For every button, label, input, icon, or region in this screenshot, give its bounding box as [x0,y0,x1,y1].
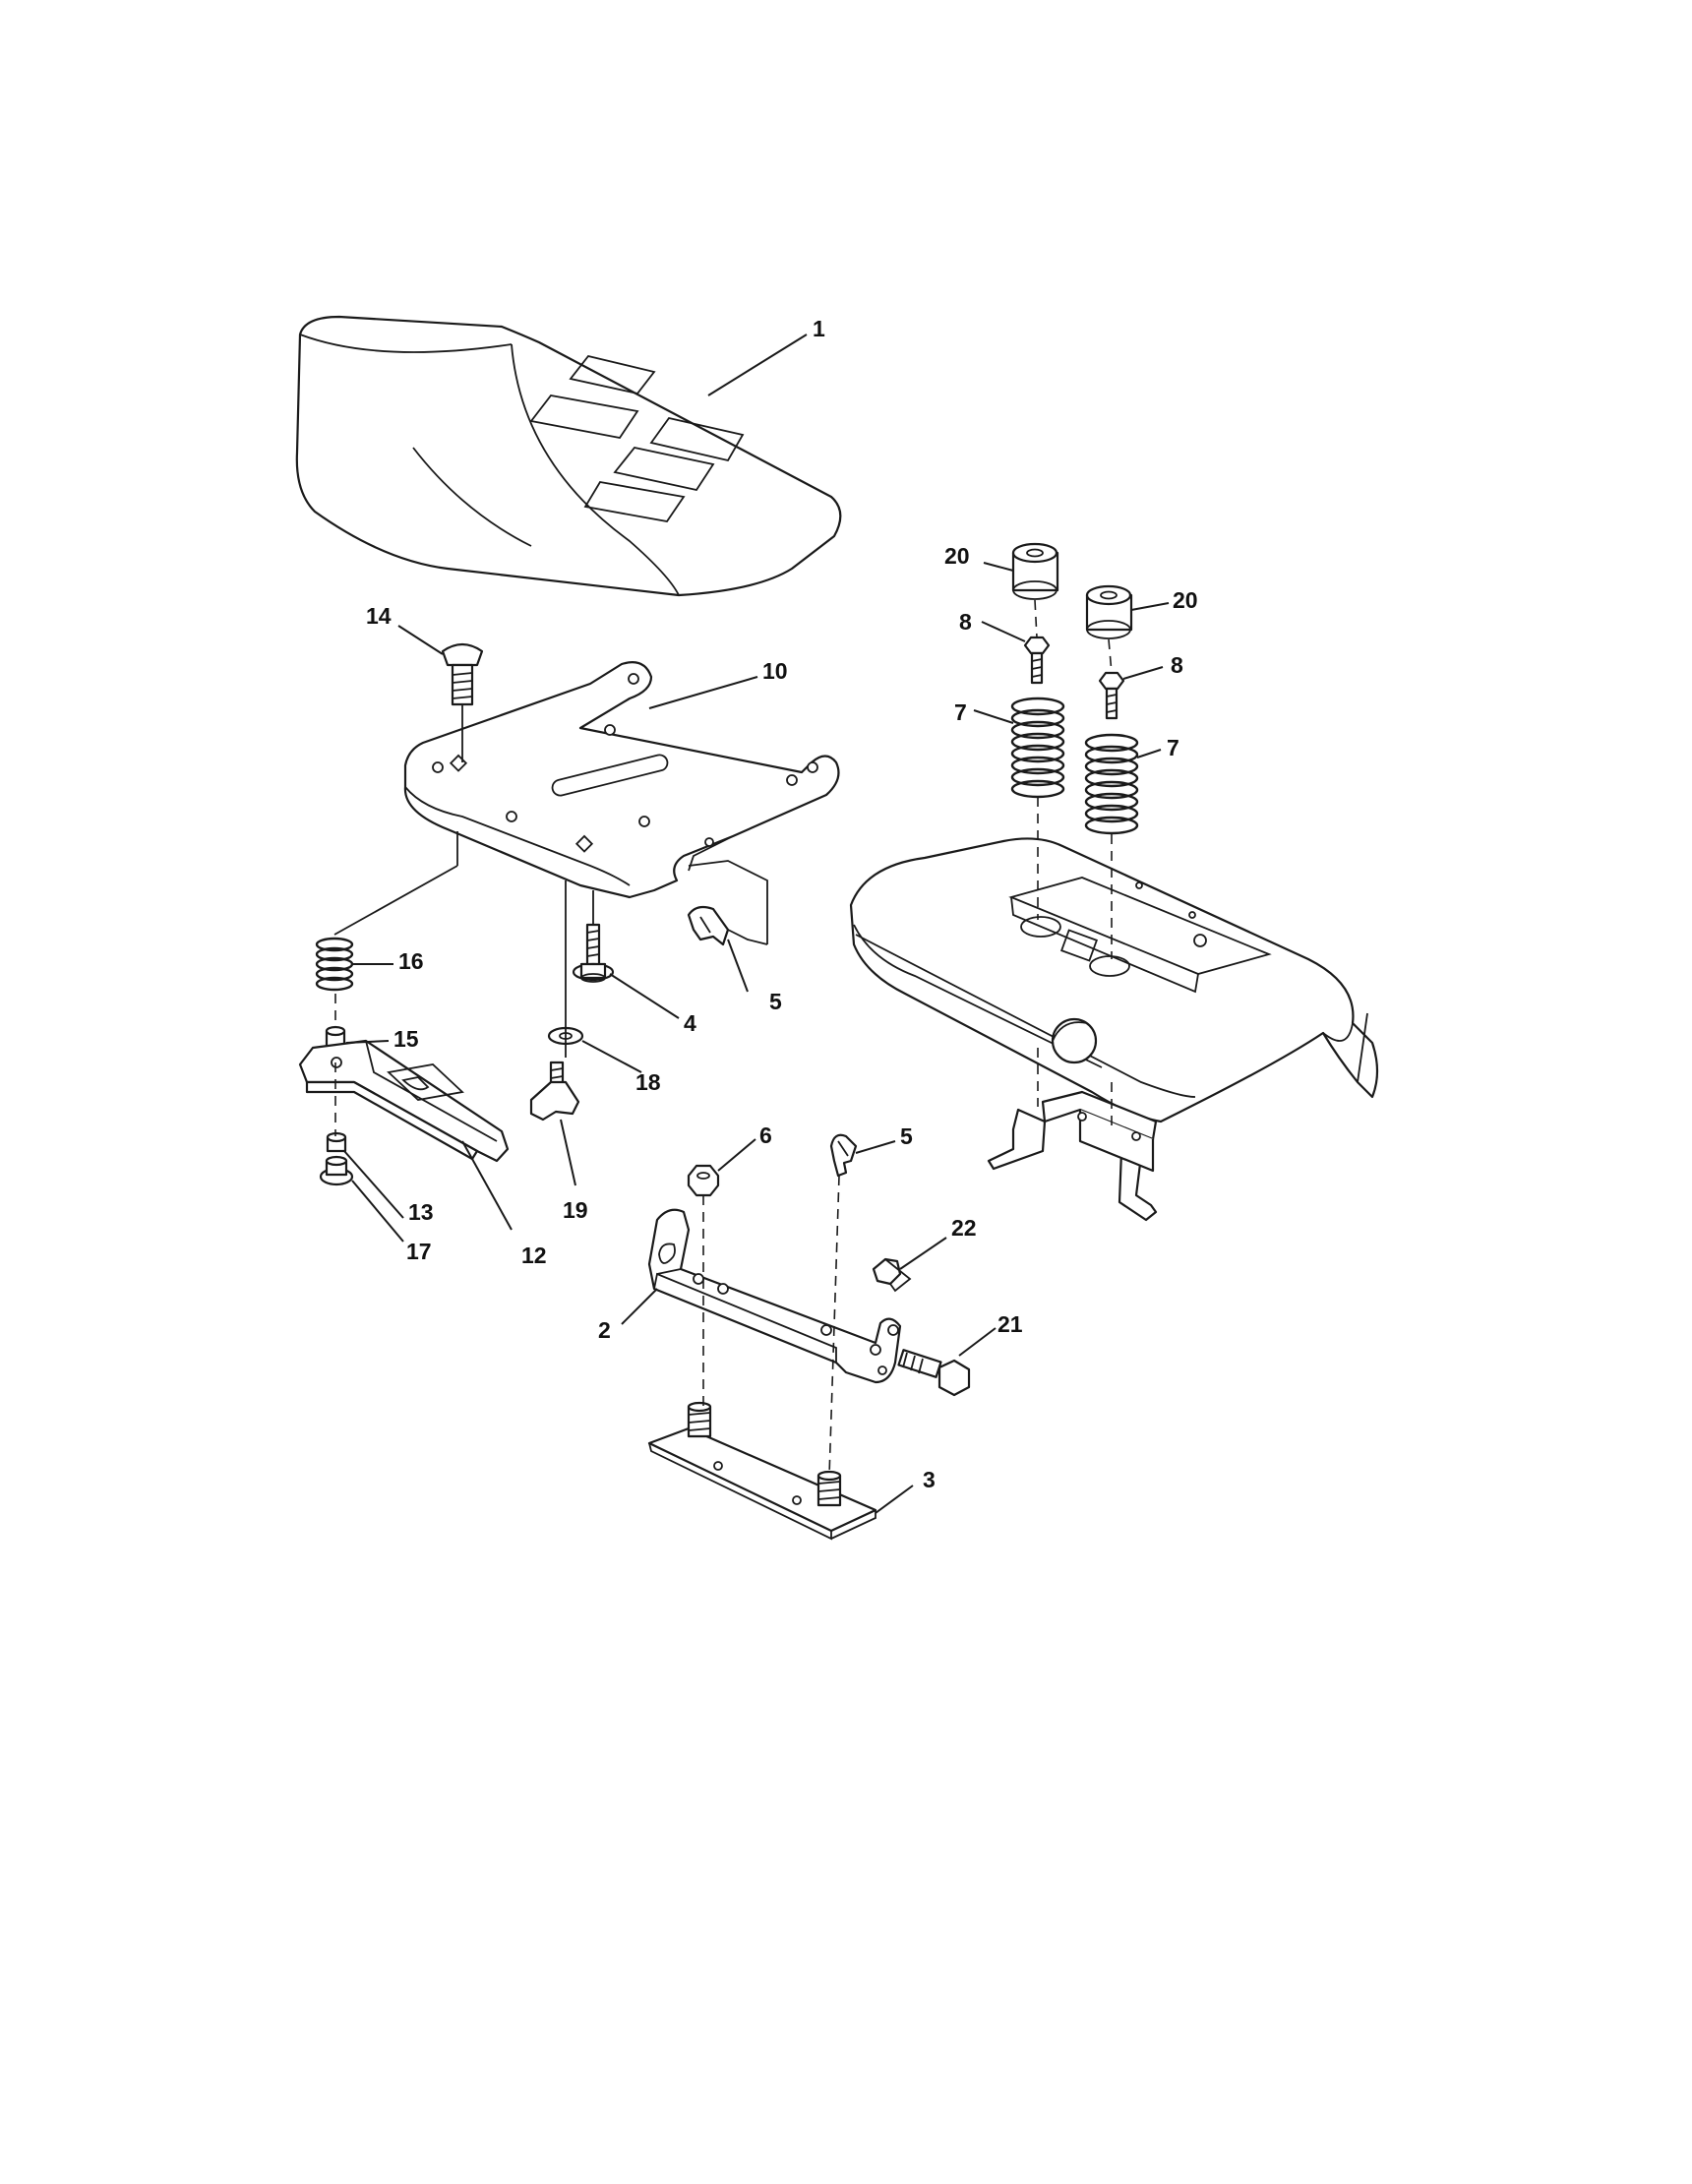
callout-1: 1 [813,316,825,341]
callout-13: 13 [408,1199,434,1225]
callout-15: 15 [393,1026,419,1052]
callout-16: 16 [398,948,424,974]
alignment-lines [333,599,1113,1477]
callout-4: 4 [684,1010,696,1036]
callout-5-upper: 5 [769,989,782,1014]
seat-part [295,315,842,597]
spring-left-part [1010,697,1065,799]
fender-bracket-part [987,1090,1158,1222]
screw-right-part [1098,671,1125,720]
slide-plate-part [298,1039,510,1163]
callout-2: 2 [598,1317,611,1343]
pivot-bolt-part [897,1349,971,1397]
callout-7-right: 7 [1167,735,1179,760]
callout-20-right: 20 [1173,587,1198,613]
callout-8-right: 8 [1171,652,1183,678]
callout-7-left: 7 [954,699,967,725]
clip-upper-part [687,905,768,946]
bumper-left-part [1011,542,1059,600]
pivot-bracket-part [647,1208,902,1384]
nut-6-part [687,1164,720,1197]
knob-part [529,1061,580,1122]
spring-right-part [1084,733,1139,835]
callout-8-left: 8 [959,609,972,635]
callout-20-left: 20 [944,543,970,569]
callout-21: 21 [997,1311,1023,1337]
screw-left-part [1023,636,1051,685]
callout-14: 14 [366,603,392,629]
clip-lower-part [829,1133,858,1178]
nut-17-part [319,1155,354,1186]
callout-3: 3 [923,1467,936,1492]
callout-12: 12 [521,1243,547,1268]
leader-lines [343,334,1170,1514]
bolt-4-part [572,923,615,983]
fender-part [849,837,1379,1123]
callout-labels: 1 10 14 20 20 8 8 7 7 16 15 4 5 18 19 12… [366,316,1198,1492]
seat-pan-part [403,661,840,944]
callout-5-lower: 5 [900,1123,913,1149]
callout-17: 17 [406,1239,432,1264]
hinge-plate-part [647,1401,877,1541]
callout-6: 6 [759,1122,772,1148]
callout-10: 10 [762,658,788,684]
carriage-bolt-part [441,642,484,706]
bumper-right-part [1085,584,1133,639]
callout-18: 18 [635,1069,661,1095]
callout-19: 19 [563,1197,588,1223]
nut-13-part [326,1131,347,1153]
nut-22-part [872,1257,912,1293]
small-spring-part [315,937,354,992]
callout-22: 22 [951,1215,977,1241]
